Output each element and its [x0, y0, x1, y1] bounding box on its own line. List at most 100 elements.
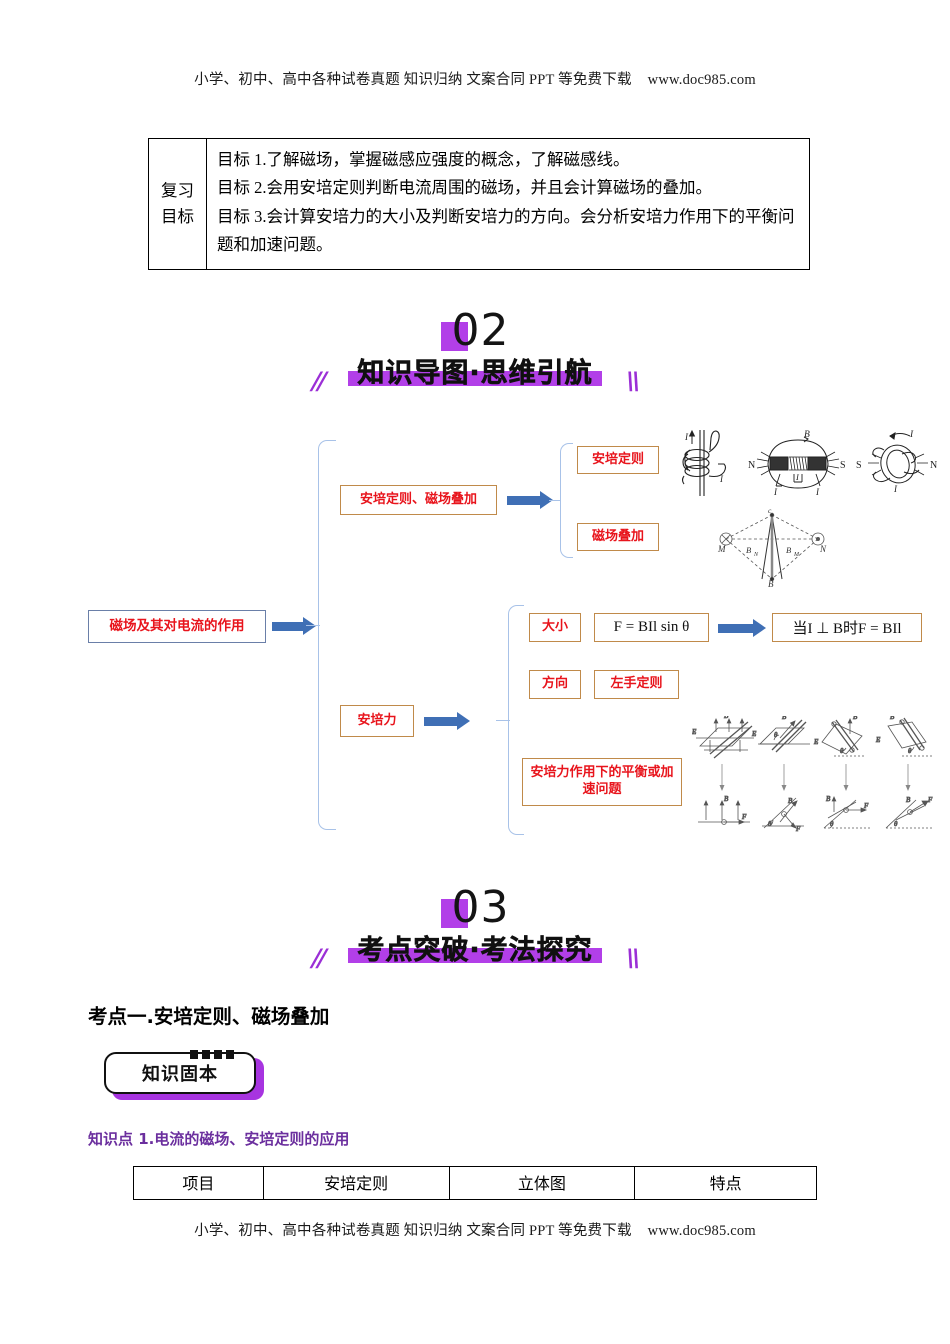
- mindmap-arrow-root: [272, 617, 317, 636]
- svg-text:B: B: [788, 797, 793, 805]
- banner-number-row-02: 02: [310, 305, 640, 356]
- section-banner-03: 03 // 考点突破·考法探究 \\: [0, 882, 950, 978]
- svg-text:N: N: [753, 552, 759, 558]
- svg-text:θ: θ: [774, 731, 778, 739]
- mindmap-branch-1-child-1[interactable]: 安培定则: [577, 446, 659, 474]
- footer-watermark: 小学、初中、高中各种试卷真题 知识归纳 文案合同 PPT 等免费下载 www.do…: [0, 1219, 950, 1240]
- left-hand-rule-box[interactable]: 左手定则: [594, 670, 679, 699]
- svg-text:B: B: [724, 716, 729, 720]
- mindmap-bracket-stub-branch-1: [549, 500, 561, 502]
- svg-text:B: B: [724, 795, 729, 803]
- goals-label-line1: 复习: [161, 181, 194, 201]
- goal-item-1: 目标 1.了解磁场，掌握磁感应强度的概念，了解磁感线。: [217, 150, 630, 169]
- banner-title-row-02: // 知识导图·思维引航 \\: [308, 351, 642, 397]
- ampere-force-formula: F = BIl sin θ: [594, 613, 709, 642]
- svg-text:I: I: [719, 474, 724, 484]
- badge-outline: [104, 1052, 256, 1094]
- review-goals-table: 复习 目标 目标 1.了解磁场，掌握磁感应强度的概念，了解磁感线。 目标 2.会…: [148, 138, 810, 270]
- badge-label: 知识固本: [142, 1064, 218, 1085]
- svg-text:S: S: [856, 460, 862, 471]
- svg-text:I: I: [684, 432, 689, 442]
- banner-slash-left-icon-02: //: [308, 367, 328, 395]
- svg-text:θ: θ: [908, 747, 912, 755]
- banner-slash-right-icon-03: \\: [622, 944, 642, 972]
- svg-text:E: E: [875, 736, 881, 744]
- right-hand-grip-straight-wire-figure: I I: [681, 429, 727, 496]
- mindmap-bracket-stub-level1: [306, 625, 320, 627]
- svg-text:θ: θ: [830, 820, 834, 828]
- svg-text:F: F: [863, 802, 869, 810]
- svg-text:N: N: [930, 460, 937, 471]
- table-header-cell-1: 项目: [133, 1166, 264, 1200]
- header-watermark-url: www.doc985.com: [647, 72, 756, 88]
- footer-watermark-text: 小学、初中、高中各种试卷真题 知识归纳 文案合同 PPT 等免费下载: [194, 1223, 632, 1239]
- svg-text:E: E: [692, 728, 697, 736]
- header-watermark-text: 小学、初中、高中各种试卷真题 知识归纳 文案合同 PPT 等免费下载: [194, 72, 632, 88]
- current-loop-right-hand-figure: I S N I: [856, 430, 937, 494]
- goals-body-cell: 目标 1.了解磁场，掌握磁感应强度的概念，了解磁感线。 目标 2.会用安培定则判…: [206, 138, 810, 270]
- field-superposition-figure: c M N B N B M B: [717, 506, 827, 587]
- mindmap-branch-1-child-2[interactable]: 磁场叠加: [577, 523, 659, 551]
- svg-text:F: F: [795, 825, 801, 833]
- svg-text:M: M: [793, 552, 800, 558]
- badge-dots-icon: [190, 1050, 234, 1059]
- table-header-cell-3: 立体图: [448, 1166, 636, 1200]
- banner-title-02: 知识导图·思维引航: [357, 358, 593, 390]
- mindmap-branch-2-child-equilibrium[interactable]: 安培力作用下的平衡或加速问题: [522, 758, 682, 806]
- banner-slash-right-icon-02: \\: [622, 367, 642, 395]
- svg-text:I: I: [773, 487, 778, 496]
- header-watermark: 小学、初中、高中各种试卷真题 知识归纳 文案合同 PPT 等免费下载 www.do…: [0, 68, 950, 89]
- mindmap-bracket-branch-1: [560, 443, 573, 558]
- svg-text:B: B: [906, 796, 911, 804]
- ampere-rule-table: 项目 安培定则 立体图 特点: [133, 1166, 817, 1200]
- mindmap-branch-2-child-size[interactable]: 大小: [529, 613, 581, 642]
- svg-text:θ: θ: [894, 820, 898, 828]
- mindmap-bracket-stub-branch-2: [496, 720, 510, 722]
- svg-text:B: B: [768, 579, 774, 587]
- svg-text:B: B: [804, 430, 810, 440]
- mindmap-arrow-formula: [718, 619, 770, 638]
- footer-watermark-url: www.doc985.com: [647, 1223, 756, 1239]
- mindmap-arrow-branch-2: [424, 712, 474, 731]
- banner-highlight-bar-02: [348, 371, 602, 386]
- mindmap-root-node[interactable]: 磁场及其对电流的作用: [88, 610, 266, 643]
- banner-title-03: 考点突破·考法探究: [357, 935, 593, 967]
- banner-slash-left-icon-03: //: [308, 944, 328, 972]
- page-title: 考点一.安培定则、磁场叠加: [88, 1005, 330, 1028]
- banner-number-03: 03: [451, 882, 510, 933]
- mindmap-branch-2-child-direction[interactable]: 方向: [529, 670, 581, 699]
- banner-highlight-bar-03: [348, 948, 602, 963]
- solenoid-magnetic-field-figure: N S B I I I: [748, 430, 846, 496]
- ampere-force-perpendicular-formula: 当I ⊥ B时F = BIl: [772, 613, 922, 642]
- svg-text:B: B: [786, 545, 791, 555]
- banner-title-row-03: // 考点突破·考法探究 \\: [308, 928, 642, 974]
- goals-label-line2: 目标: [161, 206, 194, 226]
- goal-item-3: 目标 3.会计算安培力的大小及判断安培力的方向。会分析安培力作用下的平衡问题和加…: [217, 206, 795, 255]
- knowledge-badge: 知识固本: [104, 1050, 274, 1102]
- mindmap-arrow-branch-1: [507, 491, 557, 510]
- mindmap-bracket-level1: [318, 440, 336, 830]
- svg-text:N: N: [748, 460, 755, 471]
- banner-number-row-03: 03: [310, 882, 640, 933]
- svg-text:I: I: [795, 472, 800, 482]
- svg-text:B: B: [746, 545, 751, 555]
- mindmap-branch-2[interactable]: 安培力: [340, 705, 414, 737]
- svg-text:M: M: [717, 544, 726, 554]
- svg-text:θ: θ: [768, 820, 772, 828]
- svg-text:I: I: [893, 484, 898, 494]
- mindmap-branch-1[interactable]: 安培定则、磁场叠加: [340, 485, 497, 515]
- svg-text:B: B: [782, 716, 787, 721]
- svg-text:I: I: [909, 430, 914, 440]
- svg-text:B: B: [853, 716, 858, 721]
- table-row: 复习 目标 目标 1.了解磁场，掌握磁感应强度的概念，了解磁感线。 目标 2.会…: [148, 138, 810, 270]
- section-banner-02: 02 // 知识导图·思维引航 \\: [0, 305, 950, 401]
- svg-text:c: c: [768, 506, 772, 515]
- svg-text:E: E: [813, 738, 819, 746]
- table-header-row: 项目 安培定则 立体图 特点: [133, 1166, 817, 1200]
- banner-square-icon-03: [440, 899, 468, 928]
- banner-square-icon-02: [440, 322, 468, 351]
- mindmap-diagram: 磁场及其对电流的作用 安培定则、磁场叠加 安培定则 磁场叠加: [0, 420, 950, 870]
- ampere-force-equilibrium-figures: B E B E θ: [692, 716, 934, 833]
- banner-number-02: 02: [451, 305, 510, 356]
- goals-label-cell: 复习 目标: [148, 138, 207, 270]
